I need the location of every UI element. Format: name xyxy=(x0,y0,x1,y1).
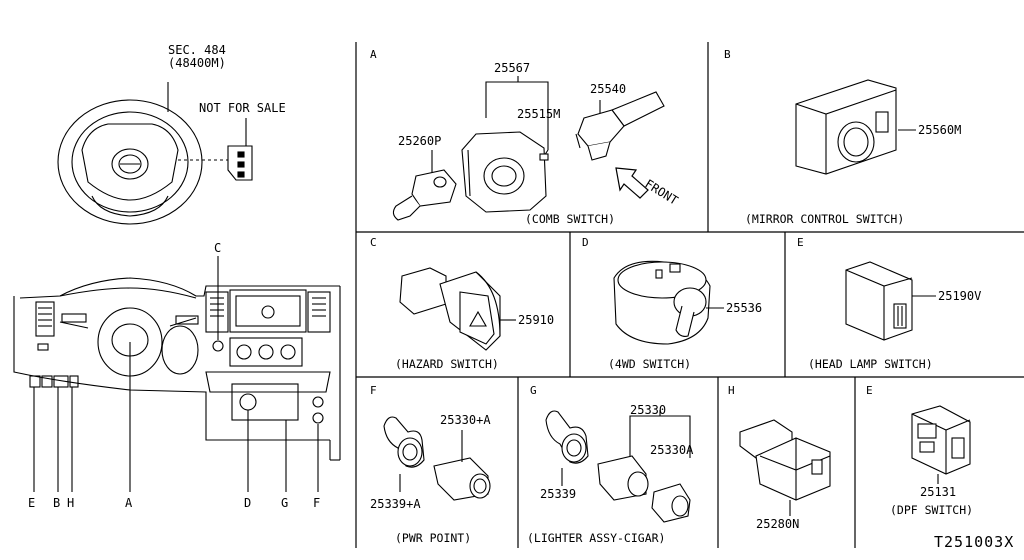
panel-h-letter: H xyxy=(728,384,735,397)
part-25330a: 25330A xyxy=(650,443,694,457)
steering-wheel-illustration xyxy=(57,82,253,225)
part-25540: 25540 xyxy=(590,82,626,96)
part-25515m: 25515M xyxy=(517,107,560,121)
switch-25280n-illustration xyxy=(739,419,831,516)
4wd-switch-illustration xyxy=(613,260,724,345)
part-25339-a: 25339+A xyxy=(370,497,421,511)
part-25330-a: 25330+A xyxy=(440,413,491,427)
part-25567: 25567 xyxy=(494,61,530,75)
front-arrow-icon xyxy=(615,167,649,199)
bottom-label-g: G xyxy=(281,496,288,510)
part-25339: 25339 xyxy=(540,487,576,501)
bottom-label-b: B xyxy=(53,496,60,510)
comb-switch-illustration xyxy=(392,76,665,221)
panel-a-letter: A xyxy=(370,48,377,61)
cigar-lighter-illustration xyxy=(545,410,691,523)
panel-c-caption: (HAZARD SWITCH) xyxy=(395,357,499,371)
panel-e2-caption: (DPF SWITCH) xyxy=(890,503,973,517)
panel-e2-letter: E xyxy=(866,384,873,397)
callout-c: C xyxy=(214,241,221,255)
dashboard-illustration xyxy=(13,256,341,492)
part-25280n: 25280N xyxy=(756,517,799,531)
mirror-control-illustration xyxy=(795,79,916,175)
bottom-label-d: D xyxy=(244,496,251,510)
panel-grid xyxy=(355,42,1024,548)
not-for-sale-label: NOT FOR SALE xyxy=(199,101,286,115)
sec-ref-label: SEC. 484 xyxy=(168,43,226,57)
bottom-label-a: A xyxy=(125,496,133,510)
panel-g-letter: G xyxy=(530,384,537,397)
part-25536: 25536 xyxy=(726,301,762,315)
front-direction-label: FRONT xyxy=(642,177,680,208)
part-25131: 25131 xyxy=(920,485,956,499)
part-25330: 25330 xyxy=(630,403,666,417)
part-25560m: 25560M xyxy=(918,123,961,137)
panel-g-caption: (LIGHTER ASSY-CIGAR) xyxy=(527,531,665,545)
panel-d-letter: D xyxy=(582,236,589,249)
panel-b-caption: (MIRROR CONTROL SWITCH) xyxy=(745,212,904,226)
part-25260p: 25260P xyxy=(398,134,441,148)
part-25910: 25910 xyxy=(518,313,554,327)
dpf-switch-illustration xyxy=(911,405,971,484)
panel-c-letter: C xyxy=(370,236,377,249)
panel-a-caption: (COMB SWITCH) xyxy=(525,212,615,226)
bottom-label-f: F xyxy=(313,496,320,510)
panel-f-caption: (PWR POINT) xyxy=(395,531,471,545)
part-25190v: 25190V xyxy=(938,289,981,303)
panel-e-letter: E xyxy=(797,236,804,249)
sec-part-label: (48400M) xyxy=(168,56,226,70)
diagram-id: T251003X xyxy=(934,533,1014,551)
bottom-label-h: H xyxy=(67,496,74,510)
panel-b-letter: B xyxy=(724,48,731,61)
head-lamp-switch-illustration xyxy=(845,261,936,341)
bottom-label-e: E xyxy=(28,496,35,510)
panel-f-letter: F xyxy=(370,384,377,397)
power-point-illustration xyxy=(383,416,491,501)
panel-e-caption: (HEAD LAMP SWITCH) xyxy=(808,357,933,371)
hazard-switch-illustration xyxy=(399,267,516,351)
panel-d-caption: (4WD SWITCH) xyxy=(608,357,691,371)
